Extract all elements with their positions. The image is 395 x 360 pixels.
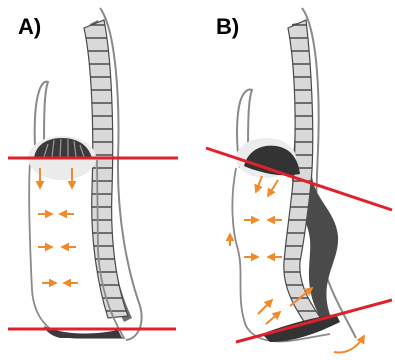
arrow (266, 312, 280, 324)
arrow (334, 336, 364, 352)
panel-a-label: A) (18, 14, 41, 39)
arrow (258, 300, 272, 314)
panel-b-bottom-cut-line (236, 300, 392, 342)
panel-a-arrows (38, 168, 78, 283)
arrow (268, 180, 278, 196)
arrow (256, 176, 262, 192)
panel-a: A) (8, 8, 178, 340)
panel-b-label: B) (216, 14, 239, 39)
panel-b: B) (206, 8, 392, 352)
